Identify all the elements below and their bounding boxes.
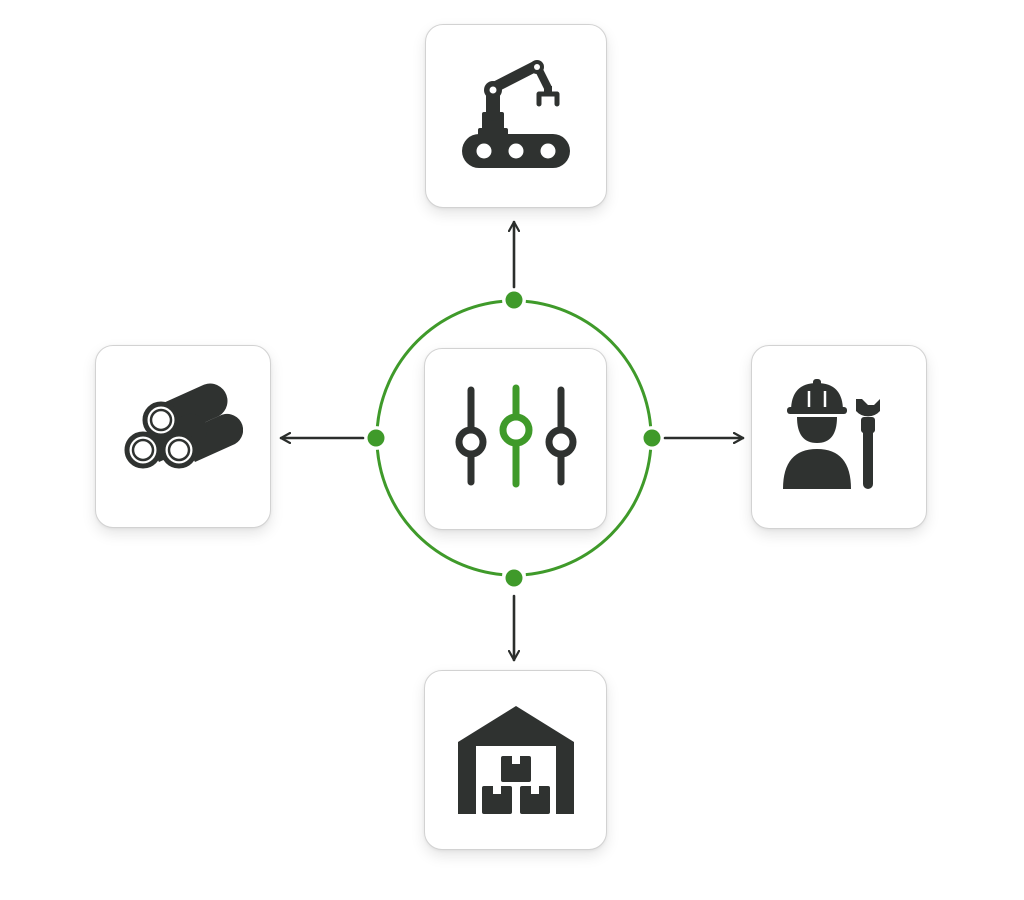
node-robotic-production[interactable] [425,24,607,208]
node-control-hub[interactable] [424,348,607,530]
worker-wrench-icon [783,379,880,489]
arrows [279,220,745,662]
hub-ring-arc-top-right [525,299,653,427]
hub-ring-arc-top-left [375,299,503,427]
connection-dot-top [505,291,523,309]
hub-ring [375,299,653,577]
connection-dot-left [367,429,385,447]
node-maintenance-worker[interactable] [751,345,927,529]
connection-dot-bottom [505,569,523,587]
pipes-stack-icon [124,383,243,468]
robotic-arm-conveyor-icon [462,60,570,168]
node-raw-materials[interactable] [95,345,271,528]
connection-dot-right [643,429,661,447]
connection-dots [367,291,661,587]
hub-ring-arc-bottom-right [525,449,653,577]
warehouse-boxes-icon [457,706,574,814]
node-warehouse[interactable] [424,670,607,850]
control-sliders-icon [455,384,576,488]
hub-ring-arc-bottom-left [375,449,503,577]
